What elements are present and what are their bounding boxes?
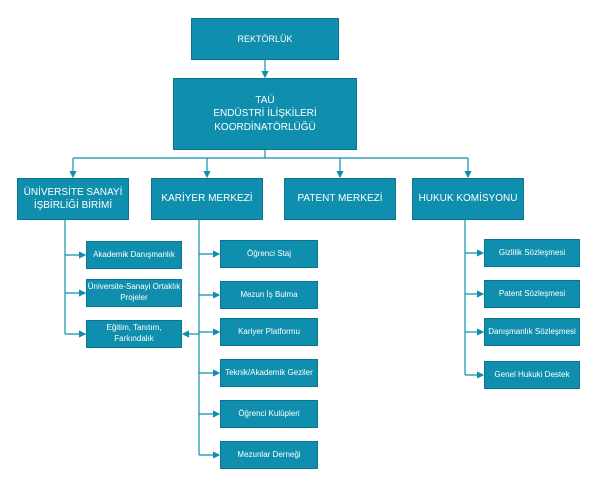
dept-patent-box: PATENT MERKEZİ — [284, 178, 396, 220]
dept-hukuk-box: HUKUK KOMİSYONU — [412, 178, 524, 220]
kariyer-child-ogrenci-kulupleri: Öğrenci Kulüpleri — [220, 400, 318, 428]
usib-child-akademik-danismanlik: Akademik Danışmanlık — [86, 241, 182, 269]
coordinator-box: TAÜ ENDÜSTRİ İLİŞKİLERİ KOORDİNATÖRLÜĞÜ — [173, 78, 357, 150]
kariyer-child-kariyer-platformu: Kariyer Platformu — [220, 318, 318, 346]
hukuk-child-genel-hukuki-destek: Genel Hukuki Destek — [484, 361, 580, 389]
hukuk-child-gizlilik-sozlesmesi: Gizlilik Sözleşmesi — [484, 239, 580, 267]
hukuk-child-patent-sozlesmesi: Patent Sözleşmesi — [484, 280, 580, 308]
usib-child-egitim-tanitim: Eğitim, Tanıtım, Farkındalık — [86, 320, 182, 348]
rektorluk-box: REKTÖRLÜK — [191, 18, 339, 60]
hukuk-child-danismanlik-sozlesmesi: Danışmanlık Sözleşmesi — [484, 318, 580, 346]
kariyer-child-mezun-is-bulma: Mezun İş Bulma — [220, 281, 318, 309]
dept-usib-box: ÜNİVERSİTE SANAYİ İŞBİRLİĞİ BİRİMİ — [17, 178, 129, 220]
kariyer-child-mezunlar-dernegi: Mezunlar Derneği — [220, 441, 318, 469]
dept-kariyer-box: KARİYER MERKEZİ — [151, 178, 263, 220]
usib-child-ortaklik-projeler: Üniversite-Sanayi Ortaklık Projeler — [86, 279, 182, 307]
kariyer-child-ogrenci-staj: Öğrenci Staj — [220, 240, 318, 268]
kariyer-child-teknik-geziler: Teknik/Akademik Geziler — [220, 359, 318, 387]
